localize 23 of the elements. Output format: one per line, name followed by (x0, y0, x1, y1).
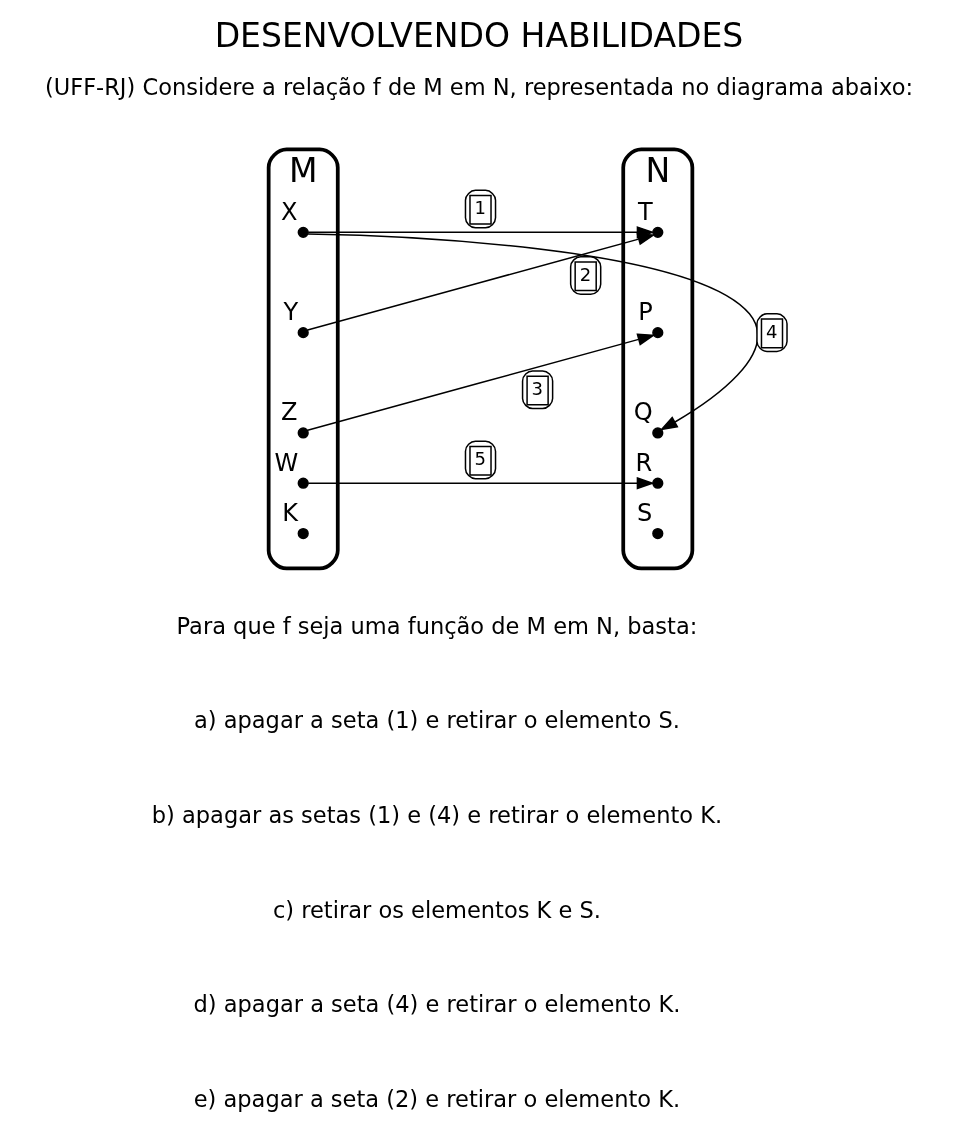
node-label: K (282, 498, 298, 527)
diagram-title: DESENVOLVENDO HABILIDADES (214, 15, 744, 55)
node-label: S (637, 498, 653, 527)
node-label: X (281, 197, 298, 226)
label: e) apagar a seta (2) e retirar o elemento K. (193, 1086, 681, 1113)
node-label: Z (281, 398, 298, 427)
edge-label: 3 (531, 378, 544, 400)
node-label: R (635, 448, 653, 477)
node-label: W (274, 448, 299, 477)
label: b) apagar as setas (1) e (4) e retirar o elemento K. (151, 802, 723, 829)
label: (UFF-RJ) Considere a relação f de M em N, representada no diagrama abaixo: (44, 73, 914, 100)
node-label: Q (633, 398, 653, 427)
edge-label: 4 (765, 321, 778, 343)
label: d) apagar a seta (4) e retirar o elemento K. (193, 991, 681, 1018)
edge-label: 1 (474, 197, 486, 219)
edge-label: 2 (579, 263, 592, 285)
label: Para que f seja uma função de M em N, basta: (176, 612, 698, 639)
node-label: P (638, 297, 653, 326)
edge-label: 5 (474, 448, 486, 470)
node-label: Y (283, 297, 299, 326)
node-label: T (638, 197, 653, 226)
label: c) retirar os elementos K e S. (272, 896, 601, 923)
label: a) apagar a seta (1) e retirar o elemento S. (194, 707, 680, 734)
